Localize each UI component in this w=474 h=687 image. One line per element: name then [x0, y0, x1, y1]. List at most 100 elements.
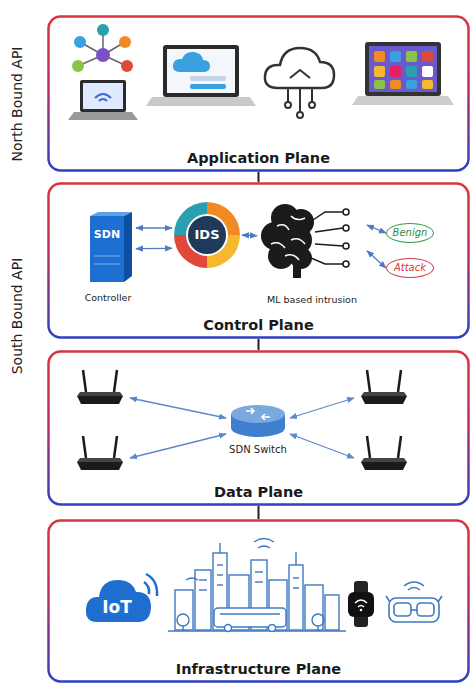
apps-laptop-icon	[406, 66, 417, 77]
switch-node: SDN Switch	[210, 400, 306, 466]
flow-arrow	[367, 225, 386, 233]
smart-city-icon	[175, 590, 193, 630]
network-laptop-icon	[95, 94, 111, 98]
network-laptop-icon	[72, 60, 84, 72]
controller-box	[124, 212, 132, 282]
vr-glasses-icon	[389, 598, 439, 622]
vr-glasses-icon	[394, 603, 411, 616]
ids-node: IDS	[172, 200, 242, 270]
router-icon	[83, 436, 86, 458]
router-icon	[114, 370, 117, 392]
router-icon	[77, 370, 123, 404]
iot-cloud-icon	[144, 582, 149, 594]
smart-city-icon	[220, 613, 280, 614]
smart-city-icon	[168, 539, 346, 632]
switch-icon	[246, 408, 254, 414]
router-icon	[361, 462, 407, 470]
router-icon	[77, 462, 123, 470]
controller-label: SDN	[90, 228, 124, 241]
network-laptop-icon	[68, 24, 138, 120]
smartwatch-icon	[348, 592, 374, 617]
smart-city-icon	[217, 574, 223, 575]
ids-label: IDS	[172, 200, 242, 270]
cloud-circuit-icon	[290, 70, 310, 78]
router-icon	[398, 370, 401, 392]
switch-icon	[210, 400, 306, 466]
router-icon	[83, 370, 86, 392]
brain-icon	[343, 243, 349, 249]
router-icon	[77, 396, 123, 404]
brain-icon	[293, 264, 301, 278]
brain-icon	[285, 255, 299, 260]
smart-city-icon	[255, 581, 263, 582]
network-laptop-icon	[96, 48, 110, 62]
smartwatch-icon	[360, 609, 363, 612]
smart-city-icon	[199, 579, 207, 580]
smart-city-icon	[312, 614, 324, 626]
cloud-laptop-icon	[163, 45, 239, 97]
smart-city-icon	[217, 564, 223, 565]
flow-arrow	[242, 234, 257, 236]
apps-laptop-icon	[422, 51, 433, 62]
controller-box	[80, 212, 136, 306]
brain-icon	[315, 228, 343, 232]
router-icon	[77, 436, 123, 470]
apps-laptop-icon	[374, 51, 385, 62]
network-laptop-icon	[121, 60, 133, 72]
apps-laptop-icon	[352, 42, 454, 105]
controller-box	[90, 216, 124, 282]
brain-icon	[343, 209, 349, 215]
switch-caption: SDN Switch	[200, 444, 316, 455]
smart-city-icon	[214, 608, 286, 627]
network-laptop-icon	[68, 112, 138, 120]
smart-city-icon	[293, 577, 299, 578]
router-icon	[361, 392, 407, 396]
flow-arrow	[136, 227, 172, 228]
smart-city-icon	[258, 546, 270, 548]
controller-node: SDNController	[80, 212, 136, 306]
smartwatch-icon	[358, 606, 364, 608]
network-laptop-icon	[83, 83, 123, 109]
flow-arrow	[367, 251, 386, 268]
api-label: North Bound API	[6, 0, 28, 214]
switch-icon	[231, 405, 285, 423]
cloud-laptop-icon	[190, 76, 226, 81]
api-link	[258, 339, 260, 350]
network-laptop-icon	[74, 36, 86, 48]
vr-glasses-icon	[386, 582, 442, 622]
network-laptop-icon	[80, 80, 126, 112]
router-icon	[398, 436, 401, 458]
router-link-arrow	[290, 434, 354, 458]
class-oval: Benign	[386, 223, 434, 243]
vr-glasses-icon	[417, 603, 434, 616]
plane-box: Control PlaneSDNControllerIDSML based in…	[47, 182, 470, 339]
router-icon	[77, 458, 123, 462]
smart-city-icon	[217, 584, 223, 585]
brain-icon	[271, 216, 305, 260]
cloud-laptop-icon	[146, 97, 256, 106]
brain-icon	[268, 243, 294, 269]
brain-icon	[271, 243, 285, 248]
smart-city-icon	[269, 625, 276, 632]
smart-city-icon	[289, 565, 303, 630]
plane-title: Control Plane	[47, 317, 470, 333]
smart-city-icon	[305, 585, 323, 630]
cloud-laptop-icon	[173, 52, 210, 72]
smart-city-icon	[219, 543, 220, 553]
router-icon	[367, 436, 370, 458]
brain-icon	[257, 196, 367, 292]
controller-box	[94, 264, 120, 265]
router-icon	[361, 458, 407, 462]
brain-icon	[343, 225, 349, 231]
smart-city-icon	[177, 614, 189, 626]
brain-icon	[277, 225, 289, 230]
smart-city-icon	[199, 589, 207, 590]
network-laptop-icon	[119, 36, 131, 48]
brain-icon	[261, 204, 314, 278]
vr-glasses-icon	[411, 609, 417, 611]
router-icon	[361, 436, 407, 470]
apps-laptop-icon	[422, 66, 433, 77]
network-laptop-icon	[97, 24, 109, 36]
switch-icon	[246, 408, 270, 420]
cloud-circuit-icon	[299, 88, 301, 112]
